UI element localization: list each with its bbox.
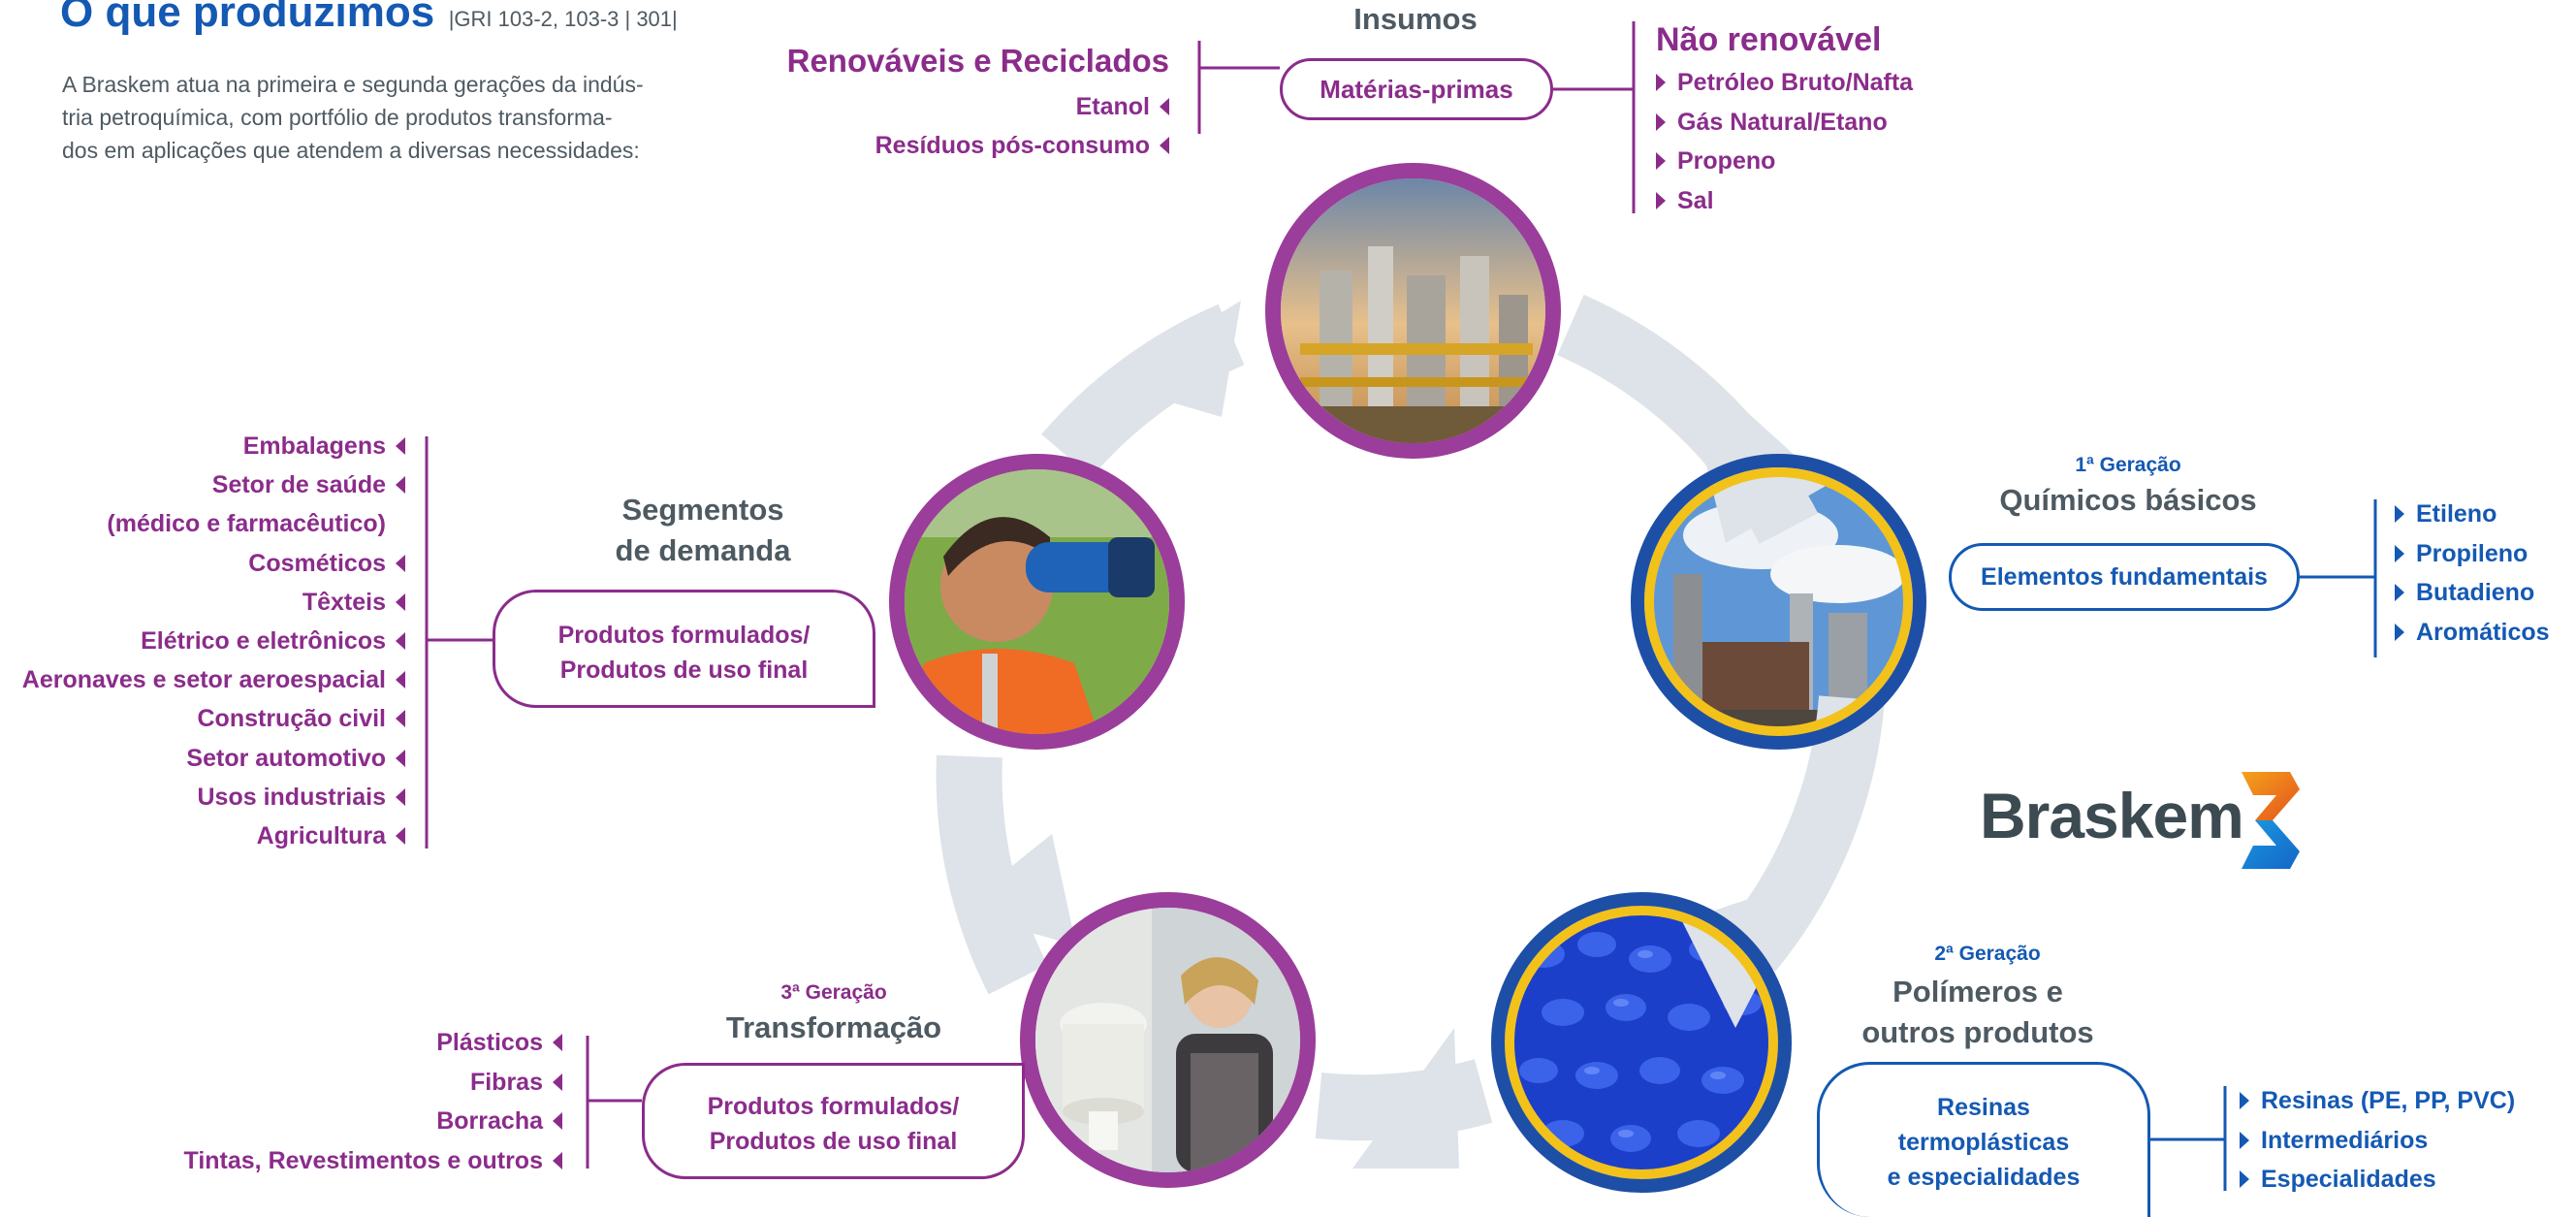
- demand-item: Embalagens: [0, 427, 405, 465]
- renewables-item: Etanol: [756, 87, 1169, 126]
- third-gen-pill: Produtos formulados/ Produtos de uso fin…: [642, 1063, 1025, 1179]
- demand-list: Embalagens Setor de saúde (médico e farm…: [0, 427, 405, 855]
- intro-line: tria petroquímica, com portfólio de prod…: [62, 105, 613, 130]
- intro-line: dos em aplicações que atendem a diversas…: [62, 138, 640, 163]
- child-illustration: [905, 469, 1169, 734]
- resinas-pill-line: e especialidades: [1887, 1164, 2081, 1191]
- braskem-wordmark: Braskem: [1980, 780, 2244, 851]
- third-gen-title: Transformação: [725, 1010, 942, 1044]
- demand-item: Elétrico e eletrônicos: [0, 622, 405, 660]
- third-gen-list: Plásticos Fibras Borracha Tintas, Revest…: [97, 1023, 562, 1180]
- second-gen-item: Intermediários: [2240, 1121, 2515, 1161]
- resinas-pill-line: termoplásticas: [1897, 1129, 2070, 1156]
- renewables-title: Renováveis e Reciclados: [786, 43, 1169, 79]
- cycle-arc-4: [936, 754, 1048, 995]
- resinas-pill: Resinas termoplásticas e especialidades: [1817, 1062, 2150, 1217]
- demand-title-line: Segmentos: [621, 493, 784, 527]
- intro-line: A Braskem atua na primeira e segunda ger…: [62, 72, 644, 97]
- second-gen-item: Especialidades: [2240, 1160, 2515, 1200]
- second-gen-title-line: outros produtos: [1861, 1015, 2094, 1049]
- first-gen-item: Butadieno: [2395, 573, 2550, 613]
- demand-item: Usos industriais: [0, 778, 405, 817]
- nonrenewable-list: Petróleo Bruto/Nafta Gás Natural/Etano P…: [1656, 63, 1913, 220]
- blue-pellets-photo: [1491, 892, 1792, 1193]
- petrochemical-plant-photo: [1631, 454, 1926, 750]
- second-gen-title: Polímeros e outros produtos: [1803, 972, 2152, 1053]
- demand-title-line: de demanda: [615, 533, 791, 567]
- demand-item: Construção civil: [0, 699, 405, 738]
- braskem-logo: Braskem: [1980, 772, 2309, 869]
- third-gen-item: Plásticos: [97, 1023, 562, 1063]
- nonrenewable-title: Não renovável: [1656, 21, 1882, 58]
- first-gen-item: Aromáticos: [2395, 613, 2550, 653]
- refinery-photo: [1265, 163, 1561, 459]
- first-gen-item: Propileno: [2395, 534, 2550, 574]
- gri-reference: |GRI 103-2, 103-3 | 301|: [448, 7, 678, 31]
- demand-item: Agricultura: [0, 817, 405, 855]
- third-gen-label: 3ª Geração: [780, 981, 887, 1004]
- demand-pill-line: Produtos formulados/: [557, 622, 811, 649]
- second-gen-title-line: Polímeros e: [1892, 975, 2063, 1009]
- child-drinking-photo: [889, 454, 1185, 750]
- second-gen-list: Resinas (PE, PP, PVC) Intermediários Esp…: [2240, 1081, 2515, 1200]
- resinas-pill-line: Resinas: [1937, 1094, 2030, 1121]
- third-gen-item: Fibras: [97, 1063, 562, 1103]
- nonrenewable-item: Gás Natural/Etano: [1656, 103, 1913, 143]
- demand-item: Cosméticos: [0, 544, 405, 583]
- worker-illustration: [1035, 908, 1300, 1172]
- materias-primas-pill: Matérias-primas: [1280, 58, 1553, 120]
- third-gen-item: Tintas, Revestimentos e outros: [97, 1141, 562, 1181]
- demand-title: Segmentos de demanda: [543, 490, 863, 571]
- nonrenewable-item: Propeno: [1656, 142, 1913, 181]
- third-gen-item: Borracha: [97, 1102, 562, 1141]
- renewables-item: Resíduos pós-consumo: [756, 126, 1169, 165]
- intro-paragraph: A Braskem atua na primeira e segunda ger…: [62, 68, 644, 167]
- page-title: O que produzimos: [60, 0, 435, 36]
- demand-item: Setor automotivo: [0, 739, 405, 778]
- cycle-arrowhead-3: [1352, 1028, 1459, 1169]
- demand-pill: Produtos formulados/ Produtos de uso fin…: [493, 590, 875, 708]
- renewables-list: Etanol Resíduos pós-consumo: [756, 87, 1169, 165]
- refinery-illustration: [1281, 178, 1545, 443]
- page-header: O que produzimos |GRI 103-2, 103-3 | 301…: [60, 0, 678, 37]
- braskem-symbol-icon: [2242, 772, 2300, 869]
- worker-pouring-photo: [1020, 892, 1316, 1188]
- demand-item: Setor de saúde: [0, 465, 405, 504]
- nonrenewable-item: Sal: [1656, 181, 1913, 221]
- third-gen-pill-line: Produtos de uso final: [709, 1128, 958, 1155]
- first-gen-item: Etileno: [2395, 495, 2550, 534]
- demand-pill-line: Produtos de uso final: [559, 657, 809, 684]
- insumos-title: Insumos: [1353, 2, 1478, 36]
- cycle-arrowhead-5: [1105, 301, 1241, 417]
- demand-item: Têxteis: [0, 583, 405, 622]
- second-gen-item: Resinas (PE, PP, PVC): [2240, 1081, 2515, 1121]
- first-gen-label: 1ª Geração: [2075, 454, 2181, 476]
- nonrenewable-item: Petróleo Bruto/Nafta: [1656, 63, 1913, 103]
- first-gen-title: Químicos básicos: [1999, 483, 2257, 517]
- demand-item: (médico e farmacêutico): [107, 510, 386, 538]
- first-gen-list: Etileno Propileno Butadieno Aromáticos: [2395, 495, 2550, 652]
- second-gen-label: 2ª Geração: [1934, 943, 2041, 965]
- elementos-fundamentais-pill: Elementos fundamentais: [1949, 543, 2300, 611]
- demand-item: Aeronaves e setor aeroespacial: [0, 660, 405, 699]
- third-gen-pill-line: Produtos formulados/: [707, 1093, 960, 1120]
